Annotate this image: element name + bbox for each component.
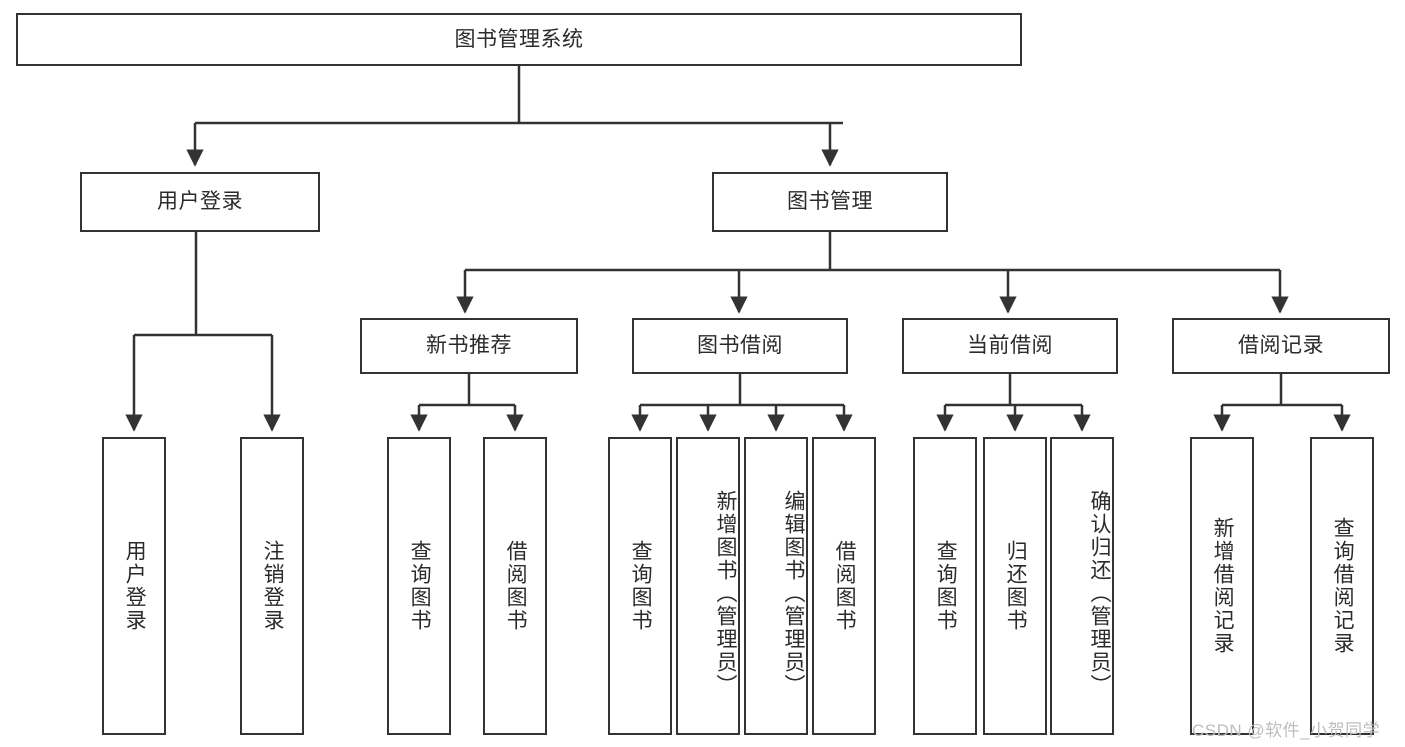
node-leaf-add-record-label: 新增借阅记录 (1211, 517, 1235, 655)
node-leaf-query-book-cur-label: 查询图书 (934, 540, 958, 632)
node-leaf-edit-book-label: 编辑图书（管理员） (782, 489, 805, 697)
node-leaf-query-book-rec[interactable]: 查询图书 (387, 437, 451, 735)
node-leaf-return-book[interactable]: 归还图书 (983, 437, 1047, 735)
node-leaf-query-book-cur[interactable]: 查询图书 (913, 437, 977, 735)
node-leaf-user-login[interactable]: 用户登录 (102, 437, 166, 735)
node-book-borrow[interactable]: 图书借阅 (632, 318, 848, 374)
node-new-book-rec[interactable]: 新书推荐 (360, 318, 578, 374)
node-leaf-user-logout[interactable]: 注销登录 (240, 437, 304, 735)
node-book-borrow-label: 图书借阅 (697, 334, 783, 358)
node-book-manage[interactable]: 图书管理 (712, 172, 948, 232)
node-leaf-edit-book[interactable]: 编辑图书（管理员） (744, 437, 808, 735)
node-borrow-record-label: 借阅记录 (1238, 334, 1324, 358)
node-leaf-borrow-book-label: 借阅图书 (833, 540, 857, 632)
watermark-text: CSDN @软件_小贺同学 (1192, 721, 1381, 740)
node-current-borrow-label: 当前借阅 (967, 334, 1053, 358)
node-leaf-confirm-return-label: 确认归还（管理员） (1088, 489, 1111, 697)
node-leaf-query-record-label: 查询借阅记录 (1331, 517, 1355, 655)
node-leaf-confirm-return[interactable]: 确认归还（管理员） (1050, 437, 1114, 735)
node-leaf-query-record[interactable]: 查询借阅记录 (1310, 437, 1374, 735)
node-leaf-user-logout-label: 注销登录 (261, 540, 285, 632)
node-borrow-record[interactable]: 借阅记录 (1172, 318, 1390, 374)
node-leaf-borrow-book-rec[interactable]: 借阅图书 (483, 437, 547, 735)
node-leaf-add-book[interactable]: 新增图书（管理员） (676, 437, 740, 735)
node-user-login[interactable]: 用户登录 (80, 172, 320, 232)
node-leaf-query-book-label: 查询图书 (629, 540, 653, 632)
node-leaf-add-book-label: 新增图书（管理员） (714, 489, 737, 697)
node-leaf-query-book-rec-label: 查询图书 (408, 540, 432, 632)
node-leaf-borrow-book[interactable]: 借阅图书 (812, 437, 876, 735)
node-root-label: 图书管理系统 (454, 27, 584, 51)
node-book-manage-label: 图书管理 (787, 190, 873, 214)
node-new-book-rec-label: 新书推荐 (426, 334, 512, 358)
node-leaf-borrow-book-rec-label: 借阅图书 (504, 540, 528, 632)
node-root[interactable]: 图书管理系统 (16, 13, 1022, 66)
node-leaf-add-record[interactable]: 新增借阅记录 (1190, 437, 1254, 735)
node-leaf-query-book[interactable]: 查询图书 (608, 437, 672, 735)
node-current-borrow[interactable]: 当前借阅 (902, 318, 1118, 374)
node-leaf-return-book-label: 归还图书 (1004, 540, 1028, 632)
node-leaf-user-login-label: 用户登录 (123, 540, 147, 632)
node-user-login-label: 用户登录 (157, 190, 243, 214)
